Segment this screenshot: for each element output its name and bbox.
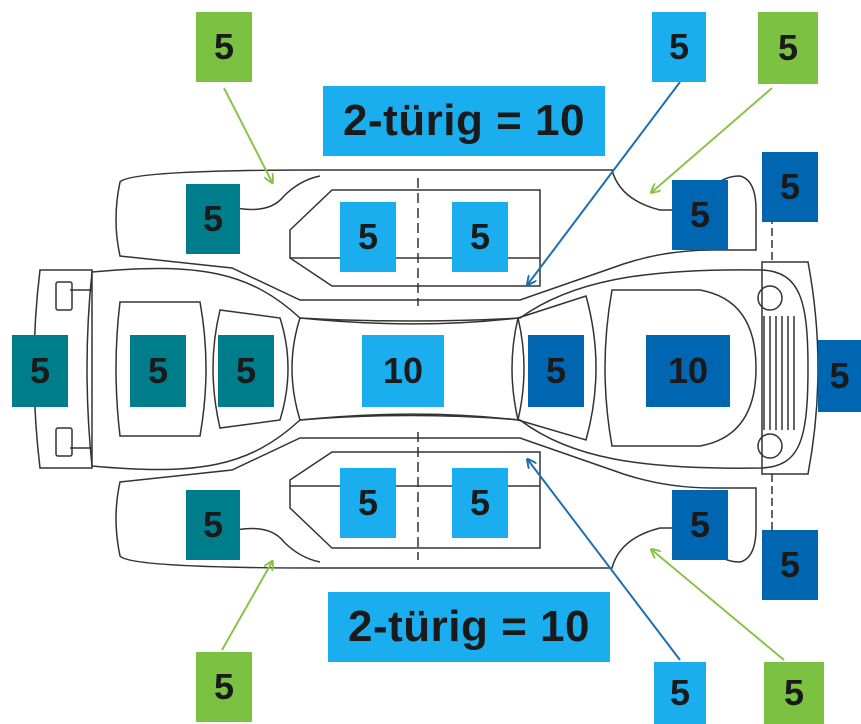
label-rear-window: 5 bbox=[218, 335, 274, 407]
label-door-top-front: 5 bbox=[452, 202, 508, 272]
label-hood: 10 bbox=[646, 335, 730, 407]
label-green-top-left: 5 bbox=[196, 12, 252, 82]
label-door-bottom-rear: 5 bbox=[340, 468, 396, 538]
car-outline bbox=[33, 168, 819, 569]
label-roof: 10 bbox=[362, 335, 444, 407]
label-front-fender-top: 5 bbox=[672, 180, 728, 250]
label-light-bottom-arrow: 5 bbox=[654, 662, 706, 724]
arrow-green-bottom-right bbox=[652, 550, 785, 661]
label-rear-fender-bottom: 5 bbox=[186, 490, 240, 560]
arrow-green-top-right bbox=[652, 87, 773, 192]
banner-top: 2-türig = 10 bbox=[323, 86, 605, 156]
label-green-bottom-left: 5 bbox=[196, 652, 252, 722]
label-rear-fender-top: 5 bbox=[186, 184, 240, 254]
label-rear-bumper: 5 bbox=[12, 335, 68, 407]
arrow-green-top-left bbox=[223, 87, 272, 182]
arrow-blue-top bbox=[528, 81, 681, 284]
label-navy-top-right: 5 bbox=[762, 152, 818, 222]
label-front-fender-bottom: 5 bbox=[672, 490, 728, 560]
arrow-blue-bottom bbox=[528, 460, 681, 661]
label-windshield: 5 bbox=[528, 335, 584, 407]
label-front-bumper: 5 bbox=[818, 340, 861, 412]
label-green-bottom-right: 5 bbox=[764, 662, 824, 724]
label-light-top-arrow: 5 bbox=[652, 12, 706, 82]
arrow-green-bottom-left bbox=[221, 562, 272, 651]
pointer-arrows bbox=[221, 81, 785, 661]
label-door-top-rear: 5 bbox=[340, 202, 396, 272]
label-green-top-right: 5 bbox=[758, 12, 818, 84]
label-trunk: 5 bbox=[130, 335, 186, 407]
label-navy-bottom-right: 5 bbox=[762, 530, 818, 600]
label-door-bottom-front: 5 bbox=[452, 468, 508, 538]
banner-bottom: 2-türig = 10 bbox=[328, 592, 610, 662]
